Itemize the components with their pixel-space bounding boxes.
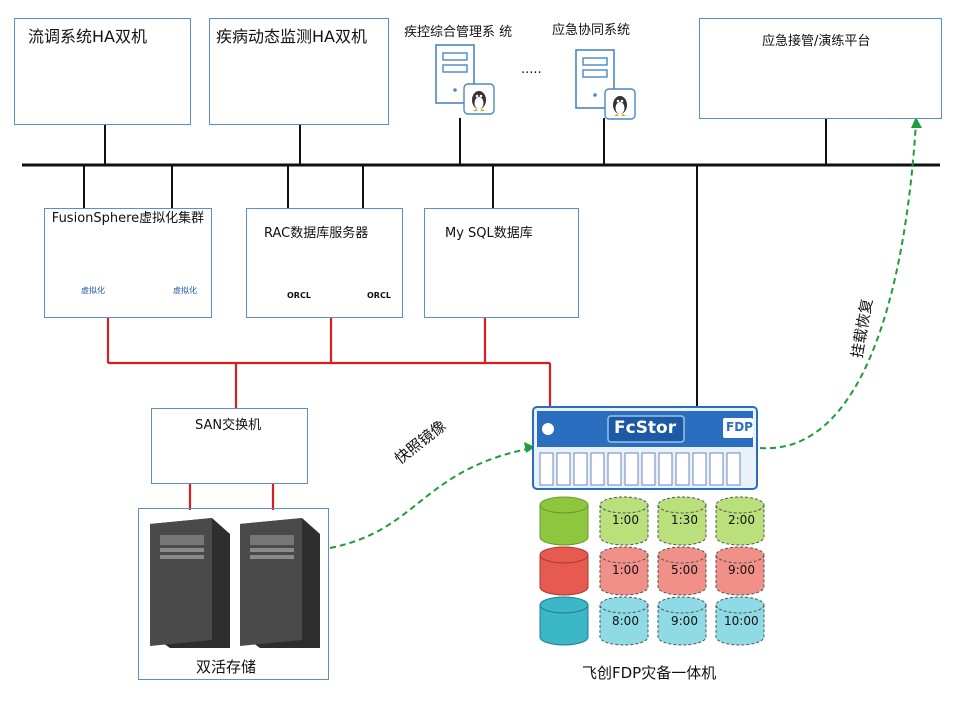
- label-jikong: 疾控综合管理系 统: [404, 25, 513, 40]
- time-t3: 10:00: [724, 614, 759, 628]
- fdp-badge: FDP: [726, 420, 753, 434]
- storage-towers: [150, 518, 320, 648]
- fusion-badge-2: 虚拟化: [173, 286, 197, 295]
- label-fdp: 飞创FDP灾备一体机: [582, 664, 717, 682]
- label-fusion: FusionSphere虚拟化集群: [51, 211, 205, 226]
- time-g1: 1:00: [612, 513, 639, 527]
- fusion-badge-1: 虚拟化: [81, 286, 105, 295]
- box-liudiao: [14, 18, 191, 125]
- time-r2: 5:00: [671, 563, 698, 577]
- box-storage: [138, 508, 329, 680]
- box-fusion: [44, 208, 212, 318]
- box-rac: [246, 208, 403, 318]
- fdp-appliance: [532, 406, 758, 490]
- label-liudiao: 流调系统HA双机: [28, 27, 147, 46]
- time-r3: 9:00: [728, 563, 755, 577]
- rac-badge-2: ORCL: [367, 291, 391, 300]
- label-san: SAN交换机: [195, 418, 262, 433]
- fdp-brand: FcStor: [614, 418, 677, 438]
- time-g3: 2:00: [728, 513, 755, 527]
- label-yingji: 应急协同系统: [552, 23, 631, 38]
- label-mysql: My SQL数据库: [445, 226, 533, 241]
- box-mysql: [424, 208, 579, 318]
- time-t1: 8:00: [612, 614, 639, 628]
- label-storage: 双活存储: [196, 658, 257, 676]
- label-jibing: 疾病动态监测HA双机: [216, 27, 367, 46]
- box-jibing: [209, 18, 389, 125]
- san-links: [106, 318, 552, 510]
- label-platform: 应急接管/演练平台: [762, 34, 871, 49]
- time-g2: 1:30: [671, 513, 698, 527]
- box-platform: [699, 18, 942, 119]
- label-ellipsis: .....: [521, 62, 542, 77]
- mount-arrow: [759, 121, 917, 450]
- box-san: [151, 408, 308, 484]
- vm-label-2: VM: [870, 63, 888, 76]
- vm-label-1: VM: [728, 63, 746, 76]
- time-t2: 9:00: [671, 614, 698, 628]
- time-r1: 1:00: [612, 563, 639, 577]
- rac-badge-1: ORCL: [287, 291, 311, 300]
- label-rac: RAC数据库服务器: [264, 226, 369, 241]
- snapshot-arrow: [329, 447, 533, 549]
